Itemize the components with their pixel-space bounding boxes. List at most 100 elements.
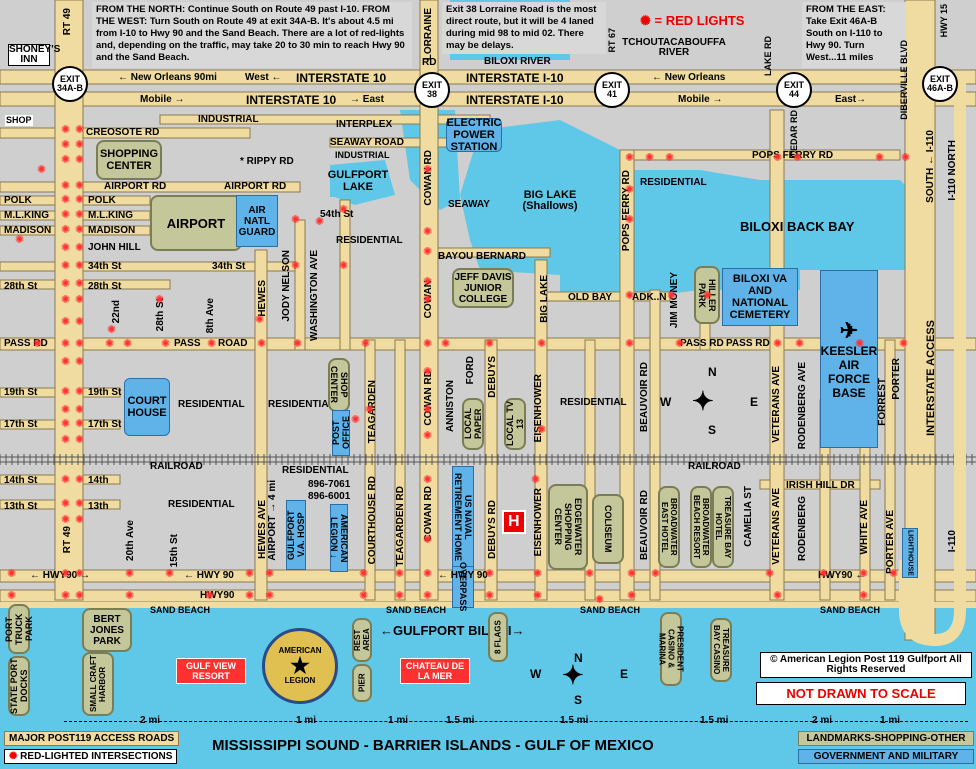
red-light-icon: ✺ — [61, 293, 71, 306]
red-light-icon: ✺ — [423, 473, 433, 486]
jeff-davis-college: JEFF DAVIS JUNIOR COLLEGE — [452, 268, 514, 308]
red-light-icon: ✺ — [205, 589, 215, 602]
local-paper: LOCAL PAPER — [462, 398, 484, 450]
label-34th-st-2: 34th St — [212, 261, 246, 272]
label-new-orleans-90: ← New Orleans 90mi — [118, 72, 217, 83]
red-light-icon: ✺ — [819, 567, 829, 580]
red-light-icon: ✺ — [61, 179, 71, 192]
residential-7: RESIDENTIAL — [282, 465, 349, 476]
red-light-icon: ✺ — [245, 567, 255, 580]
red-light-icon: ✺ — [75, 123, 85, 136]
red-light-icon: ✺ — [75, 208, 85, 221]
label-diberville: DIBERVILLE BLVD — [899, 40, 909, 120]
red-light-icon: ✺ — [675, 337, 685, 350]
label-porter-1: PORTER — [891, 358, 902, 400]
red-light-icon: ✺ — [61, 337, 71, 350]
red-light-icon: ✺ — [75, 241, 85, 254]
red-light-icon: ✺ — [61, 241, 71, 254]
red-light-icon: ✺ — [773, 151, 783, 164]
compass-s-1: S — [708, 423, 717, 437]
plane-icon: ✈ — [839, 318, 859, 343]
label-new-orleans: ← New Orleans — [652, 72, 726, 83]
red-light-icon: ✺ — [61, 589, 71, 602]
label-rd: RD — [422, 57, 437, 68]
red-light-icon: ✺ — [61, 193, 71, 206]
red-light-icon: ✺ — [125, 567, 135, 580]
label-airport-rd-2: AIRPORT RD — [224, 181, 287, 192]
overpass: OVERPASS — [452, 562, 474, 612]
label-rt49-top: RT 49 — [62, 8, 73, 36]
railroad-track — [0, 456, 976, 463]
scale-seg-6: 1.5 mi — [700, 715, 729, 726]
red-light-icon: ✺ — [339, 259, 349, 272]
compass-s-2: S — [574, 693, 583, 707]
red-light-icon: ✺ — [105, 337, 115, 350]
scale-seg-1: 2 mi — [140, 715, 161, 726]
american-legion-seal: AMERICAN★LEGION — [262, 628, 338, 704]
label-34th-st-1: 34th St — [88, 261, 122, 272]
label-east-2: East→ — [835, 94, 867, 105]
red-light-icon: ✺ — [485, 337, 495, 350]
note-east: FROM THE EAST: Take Exit 46A-B South on … — [802, 2, 906, 68]
red-light-icon: ✺ — [667, 289, 677, 302]
label-54th-st: 54th St — [320, 209, 354, 220]
red-light-icon: ✺ — [899, 337, 909, 350]
label-industrial-2: INDUSTRIAL — [335, 150, 390, 160]
label-railroad-2: RAILROAD — [688, 461, 741, 472]
bert-jones-park: BERT JONES PARK — [82, 608, 132, 652]
shopping-center-1: SHOPPING CENTER — [96, 140, 162, 180]
gulf-view-resort: GULF VIEW RESORT — [176, 658, 246, 684]
red-light-icon: ✺ — [361, 337, 371, 350]
label-tchoutacabouffa: TCHOUTACABOUFFA RIVER — [622, 37, 726, 58]
scale-seg-2: 1 mi — [296, 715, 317, 726]
air-natl-guard: AIR NATL GUARD — [236, 195, 278, 247]
red-light-icon: ✺ — [359, 589, 369, 602]
red-light-icon: ✺ — [33, 337, 43, 350]
red-light-icon: ✺ — [625, 151, 635, 164]
red-light-icon: ✺ — [75, 433, 85, 446]
red-light-icon: ✺ — [365, 403, 375, 416]
red-light-icon-legend: ✺ — [9, 751, 18, 762]
label-hwy90-4: ← HWY 90 — [438, 570, 488, 581]
red-light-icon: ✺ — [61, 403, 71, 416]
label-pass-rd-4: PASS RD — [680, 338, 724, 349]
label-teagarden-2: TEAGARDEN RD — [395, 486, 406, 567]
label-west: West ← — [245, 72, 282, 83]
red-light-icon: ✺ — [291, 259, 301, 272]
red-light-icon: ✺ — [423, 245, 433, 258]
red-light-icon: ✺ — [889, 567, 899, 580]
label-lorraine: LORRAINE — [423, 8, 434, 61]
red-light-icon: ✺ — [107, 323, 117, 336]
red-light-icon: ✺ — [61, 417, 71, 430]
red-light-icon: ✺ — [75, 473, 85, 486]
back-bay-water — [460, 120, 920, 295]
hospital-icon: H — [502, 510, 526, 534]
red-light-icon: ✺ — [423, 293, 433, 306]
red-light-icon: ✺ — [7, 567, 17, 580]
label-hwy90-5: HWY90 ← — [818, 570, 866, 581]
red-light-icon: ✺ — [75, 259, 85, 272]
red-light-icon: ✺ — [595, 593, 605, 606]
label-courthouse: COURTHOUSE RD — [367, 476, 378, 565]
label-17th-st-1: 17th St — [4, 419, 38, 430]
label-big-lake-rd: BIG LAKE — [539, 275, 550, 323]
red-light-icon: ✺ — [625, 289, 635, 302]
label-sand-beach-3: SAND BEACH — [580, 605, 641, 615]
red-light-icon: ✺ — [61, 223, 71, 236]
label-porter-2: PORTER AVE — [885, 510, 896, 574]
biloxi-va: BILOXI VA AND NATIONAL CEMETERY — [722, 268, 798, 326]
label-shop: SHOP — [5, 115, 33, 126]
label-polk-2: POLK — [88, 195, 116, 206]
label-east-1: → East — [350, 94, 384, 105]
red-light-icon: ✺ — [423, 403, 433, 416]
red-light-icon: ✺ — [533, 589, 543, 602]
red-light-icon: ✺ — [901, 151, 911, 164]
label-john-hill: JOHN HILL — [88, 242, 141, 253]
red-light-icon: ✺ — [315, 215, 325, 228]
red-light-icon: ✺ — [651, 567, 661, 580]
red-light-icon: ✺ — [75, 138, 85, 151]
broadwater-east-hotel: BROADWATER EAST HOTEL — [658, 486, 680, 568]
label-beauvoir-2: BEAUVOIR RD — [639, 490, 650, 561]
red-light-icon: ✺ — [61, 433, 71, 446]
